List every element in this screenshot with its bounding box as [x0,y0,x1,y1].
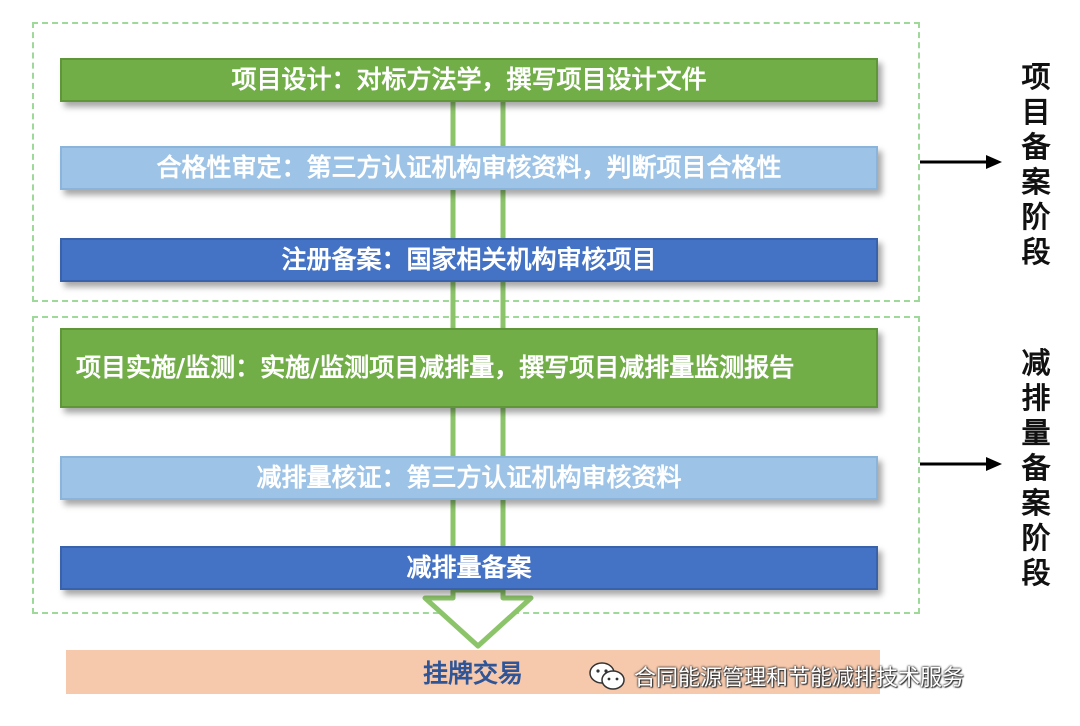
stage-label-project-filing: 项目备案阶段 [1021,60,1051,269]
step-project-design-text: 项目设计：对标方法学，撰写项目设计文件 [231,65,707,95]
step-reduction-verification-text: 减排量核证：第三方认证机构审核资料 [256,463,682,493]
step-project-design: 项目设计：对标方法学，撰写项目设计文件 [60,58,878,102]
step-listing-trading-text: 挂牌交易 [422,659,523,688]
watermark: 合同能源管理和节能减排技术服务 [588,660,964,692]
step-reduction-verification: 减排量核证：第三方认证机构审核资料 [60,456,878,500]
down-arrow [422,587,534,649]
step-eligibility-validation-text: 合格性审定：第三方认证机构审核资料，判断项目合格性 [156,153,782,183]
watermark-text: 合同能源管理和节能减排技术服务 [634,666,965,691]
step-eligibility-validation: 合格性审定：第三方认证机构审核资料，判断项目合格性 [60,146,878,190]
arrow-right-icon [920,457,1002,471]
wechat-icon [589,662,625,690]
step-registration-filing: 注册备案：国家相关机构审核项目 [60,238,878,282]
step-implementation-monitoring: 项目实施/监测：实施/监测项目减排量，撰写项目减排量监测报告 [60,328,878,408]
step-reduction-filing-text: 减排量备案 [406,553,532,583]
step-reduction-filing: 减排量备案 [60,546,878,590]
step-listing-trading: 挂牌交易 [66,650,880,694]
step-implementation-monitoring-text: 项目实施/监测：实施/监测项目减排量，撰写项目减排量监测报告 [76,353,795,383]
stage-box-project-filing [32,22,920,302]
stage-label-emission-reduction-filing: 减排量备案阶段 [1021,346,1051,590]
arrow-right-icon [920,155,1002,169]
step-registration-filing-text: 注册备案：国家相关机构审核项目 [281,245,657,275]
